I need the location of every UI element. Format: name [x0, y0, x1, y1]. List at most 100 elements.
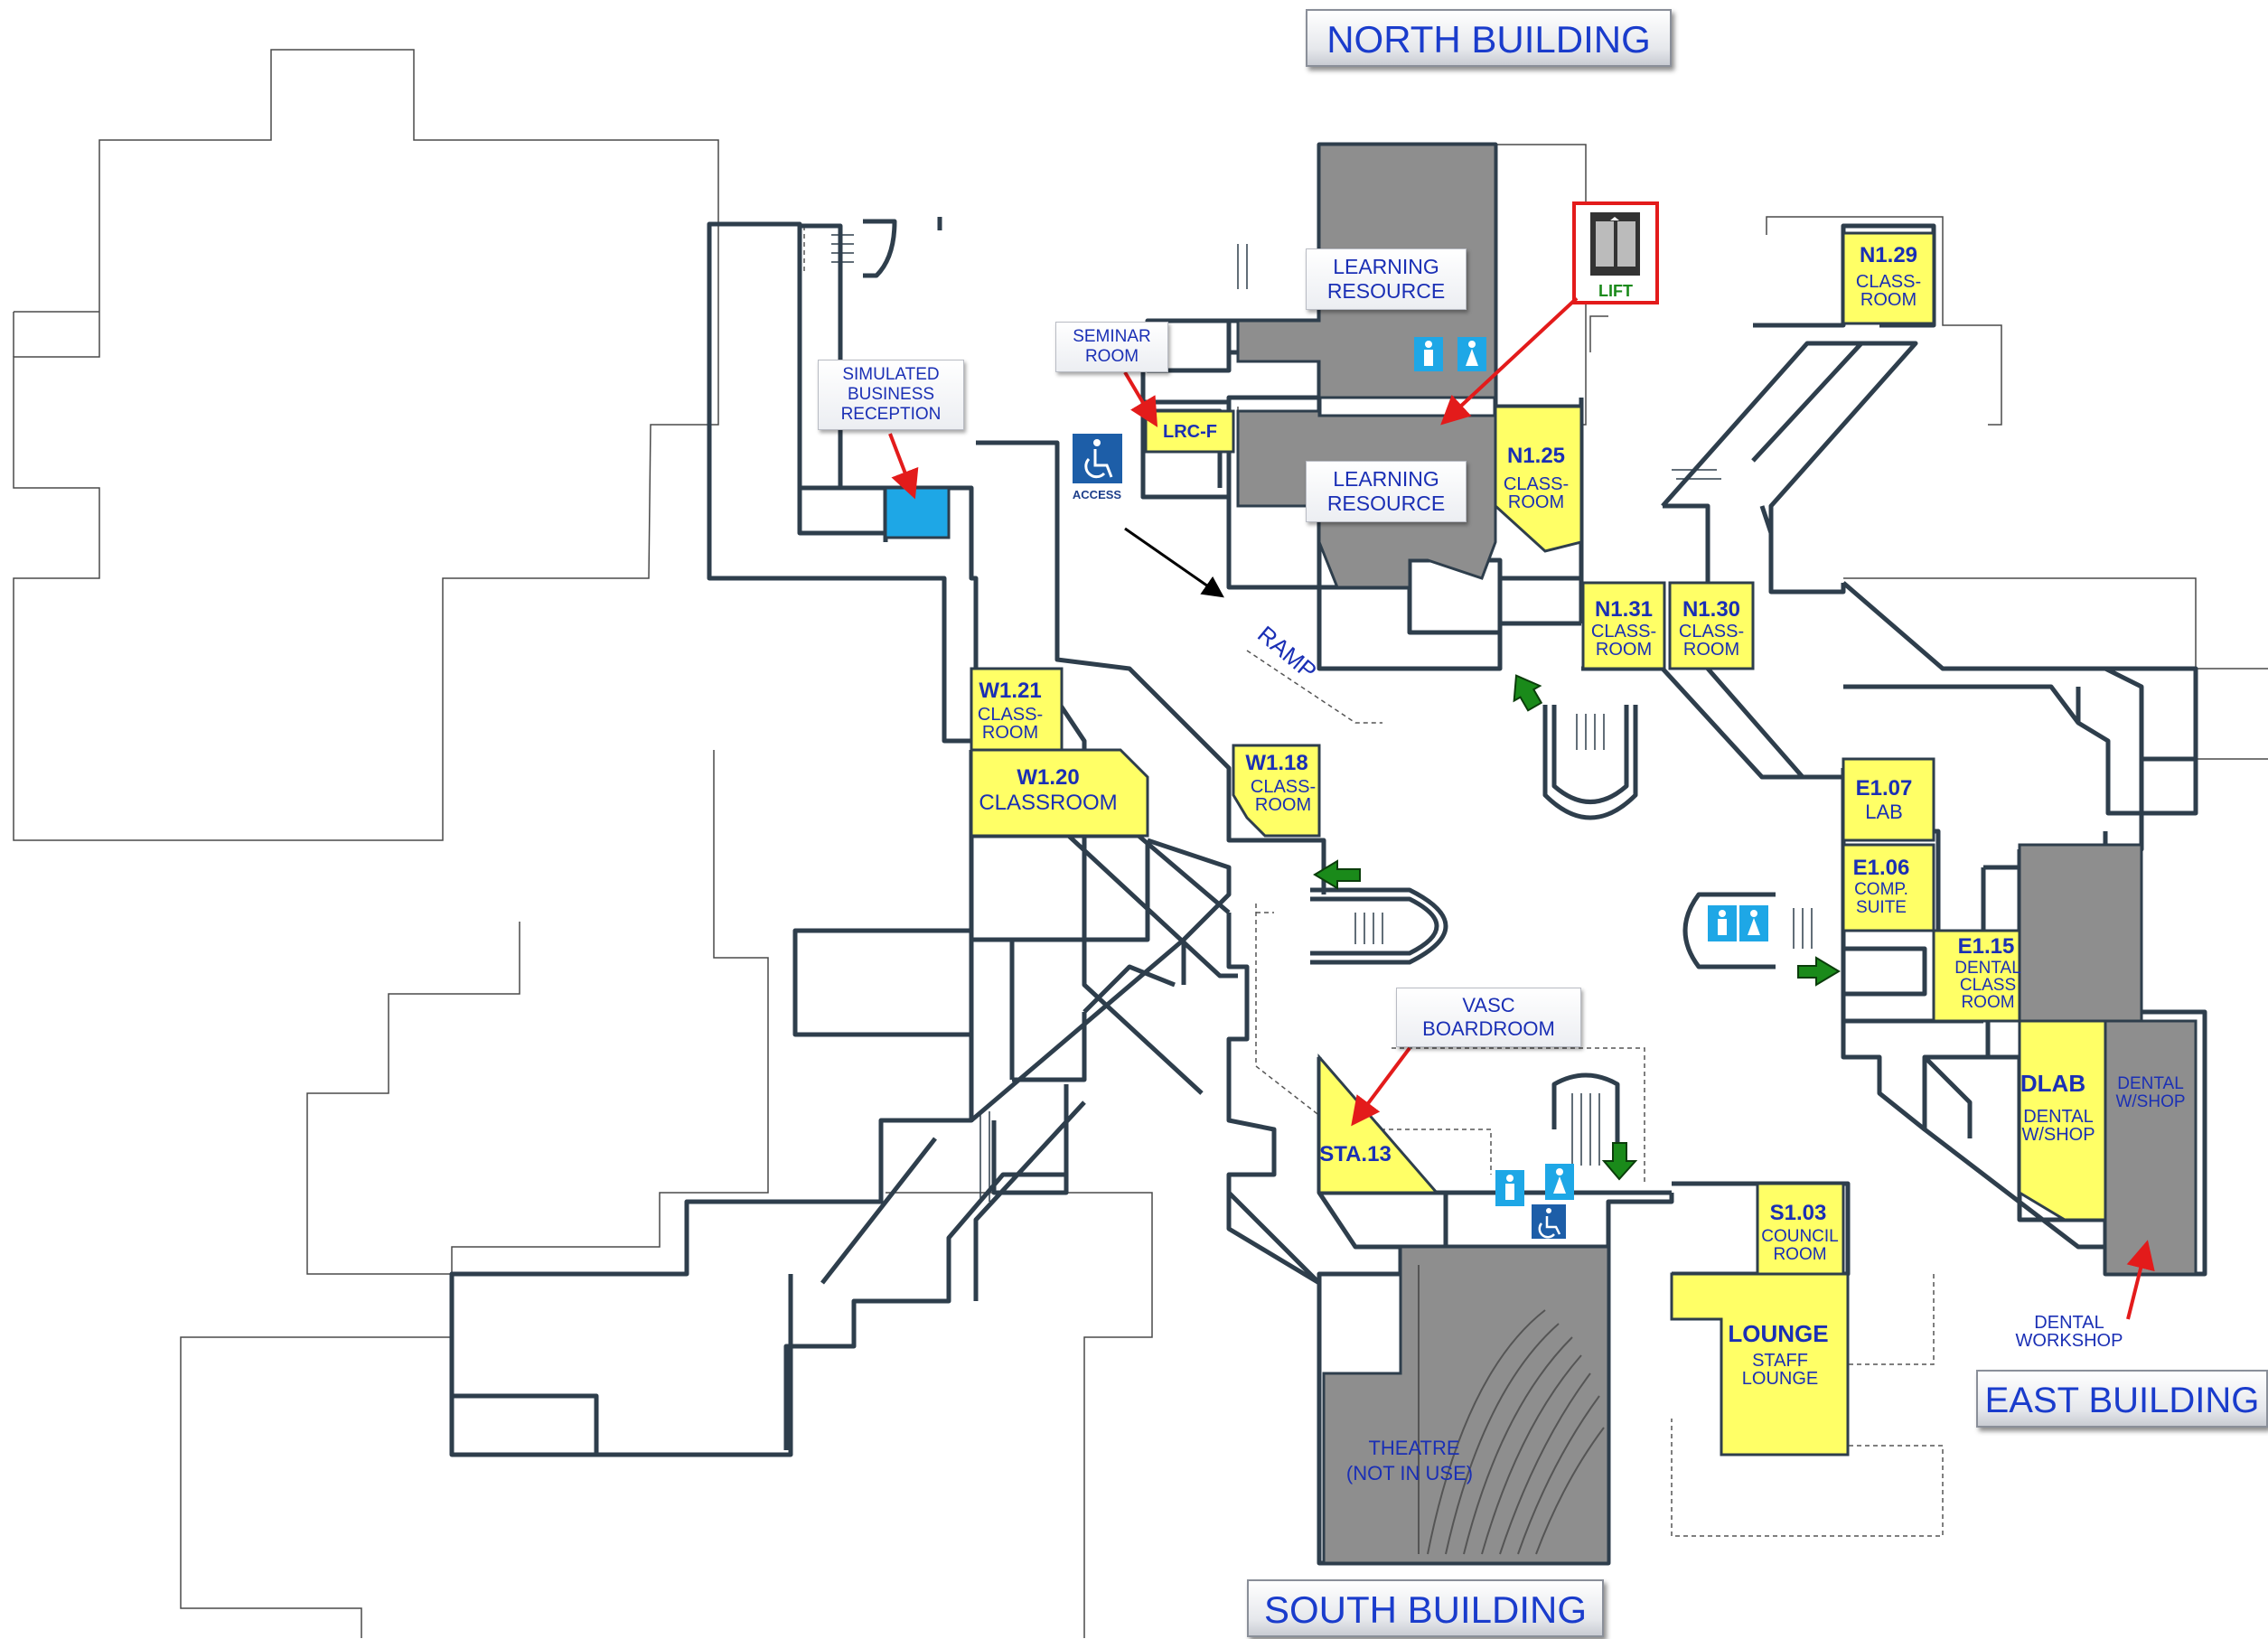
room-w120 — [970, 748, 1149, 838]
label-dentalshop-l1: DENTAL — [2117, 1074, 2184, 1093]
ramp-label: RAMP — [1252, 621, 1322, 685]
room-n130 — [1668, 581, 1755, 670]
arrow-lift — [1440, 296, 1579, 426]
label-dental-workshop-l1: DENTAL — [2034, 1313, 2104, 1333]
label-n131-l1: CLASS- — [1591, 622, 1656, 642]
room-labels: LRC-F N1.29 CLASS- ROOM N1.25 CLASS- ROO… — [978, 243, 2186, 1484]
dashed-paths — [803, 226, 1944, 1537]
room-e107 — [1842, 757, 1935, 842]
label-lounge-code: LOUNGE — [1728, 1320, 1828, 1347]
label-dlab-l1: DENTAL — [2023, 1107, 2093, 1127]
room-e106 — [1842, 843, 1935, 932]
label-lrcf: LRC-F — [1163, 422, 1217, 442]
theatre-seating — [1418, 1265, 1605, 1555]
entry-arrow-east — [1797, 956, 1841, 987]
room-w118 — [1232, 744, 1321, 838]
lift-marker: LIFT — [1572, 201, 1659, 304]
label-sta13: STA.13 — [1319, 1142, 1392, 1166]
callout-vasc-boardroom: VASC BOARDROOM — [1396, 988, 1581, 1047]
label-w118-code: W1.18 — [1245, 751, 1307, 775]
label-e106-l1: COMP. — [1854, 880, 1908, 899]
label-lounge-l1: STAFF — [1752, 1351, 1808, 1371]
lift-label: LIFT — [1598, 282, 1633, 300]
toilet-icon — [1495, 1164, 1574, 1206]
room-n131 — [1581, 581, 1666, 670]
yellow-rooms — [970, 231, 2107, 1456]
label-n125-l1: CLASS- — [1504, 474, 1569, 494]
label-n129-l2: ROOM — [1860, 290, 1917, 310]
pointer-arrows — [888, 296, 2155, 1320]
label-n131-l2: ROOM — [1596, 640, 1652, 660]
room-lrcf — [1144, 409, 1235, 454]
room-s103 — [1756, 1182, 1845, 1276]
entry-arrow-south — [1601, 1142, 1638, 1181]
entry-arrow-west — [1313, 859, 1361, 890]
label-w120-code: W1.20 — [1017, 765, 1079, 790]
callout-simulated-business-reception: SIMULATED BUSINESS RECEPTION — [818, 360, 964, 430]
dental-workshop-area — [2018, 843, 2143, 1023]
label-n131-code: N1.31 — [1595, 597, 1653, 622]
callout-learning-resource-top: LEARNING RESOURCE — [1306, 248, 1467, 310]
north-building-label: NORTH BUILDING — [1306, 9, 1672, 67]
label-n129-l1: CLASS- — [1856, 272, 1921, 292]
dental-workshop-lower — [2104, 1019, 2198, 1276]
label-w120-l1: CLASSROOM — [979, 791, 1117, 815]
label-e115-l1: DENTAL — [1954, 959, 2021, 978]
label-w121-code: W1.21 — [979, 679, 1041, 703]
label-theatre-l2: (NOT IN USE) — [1346, 1462, 1473, 1484]
toilet-icon — [1414, 337, 1486, 371]
label-lounge-l2: LOUNGE — [1742, 1369, 1818, 1389]
east-building-label: EAST BUILDING — [1976, 1370, 2268, 1428]
entry-arrow-north — [1513, 674, 1543, 712]
room-lounge — [1670, 1272, 1850, 1456]
label-w118-l1: CLASS- — [1251, 777, 1316, 797]
wheelchair-icon — [1073, 434, 1122, 483]
label-e107-l1: LAB — [1865, 801, 1903, 823]
room-n125 — [1494, 405, 1583, 553]
room-simulated-business-reception — [884, 486, 951, 539]
access-label: ACCESS — [1073, 488, 1122, 501]
label-s103-l2: ROOM — [1773, 1245, 1826, 1264]
room-sta13 — [1317, 1053, 1440, 1194]
label-dentalshop-l2: W/SHOP — [2115, 1092, 2185, 1111]
label-n130-l1: CLASS- — [1679, 622, 1744, 642]
label-e115-l2: CLASS — [1960, 976, 2016, 995]
elevator-icon — [1590, 212, 1640, 276]
access-marker: ACCESS — [1073, 434, 1122, 501]
arrow-simulated — [888, 433, 919, 500]
room-dlab — [2018, 1019, 2107, 1222]
room-w121 — [970, 667, 1064, 752]
arrow-seminar — [1123, 370, 1158, 427]
label-dlab-l2: W/SHOP — [2021, 1125, 2095, 1145]
ramp-arrow — [1124, 527, 1224, 598]
label-w118-l2: ROOM — [1255, 795, 1311, 815]
label-e106-code: E1.06 — [1853, 856, 1910, 880]
label-e115-code: E1.15 — [1958, 934, 2015, 959]
label-n129-code: N1.29 — [1860, 243, 1917, 267]
callout-learning-resource-bottom: LEARNING RESOURCE — [1306, 461, 1467, 522]
label-n130-code: N1.30 — [1682, 597, 1740, 622]
entry-arrows — [1313, 674, 1841, 1181]
arrow-dental-workshop — [2126, 1240, 2155, 1320]
label-n125-l2: ROOM — [1508, 492, 1564, 512]
toilet-icon — [1708, 905, 1768, 941]
label-dlab-code: DLAB — [2020, 1070, 2085, 1097]
label-w121-l1: CLASS- — [978, 705, 1043, 725]
arrow-vasc — [1351, 1046, 1411, 1127]
wheelchair-icon — [1532, 1204, 1566, 1239]
room-n129 — [1842, 231, 1935, 325]
label-w121-l2: ROOM — [982, 723, 1038, 743]
label-dental-workshop-l2: WORKSHOP — [2016, 1331, 2123, 1351]
label-s103-l1: COUNCIL — [1761, 1227, 1839, 1246]
label-e107-code: E1.07 — [1856, 776, 1913, 801]
label-e115-l3: ROOM — [1961, 993, 2014, 1012]
label-e106-l2: SUITE — [1856, 898, 1907, 917]
south-building-label: SOUTH BUILDING — [1247, 1579, 1604, 1637]
callout-seminar-room: SEMINAR ROOM — [1055, 322, 1168, 372]
room-e115 — [1932, 929, 2021, 1023]
label-s103-code: S1.03 — [1770, 1201, 1827, 1225]
theatre-area — [1322, 1245, 1610, 1565]
label-theatre-l1: THEATRE — [1368, 1437, 1459, 1459]
label-n125-code: N1.25 — [1507, 444, 1565, 468]
